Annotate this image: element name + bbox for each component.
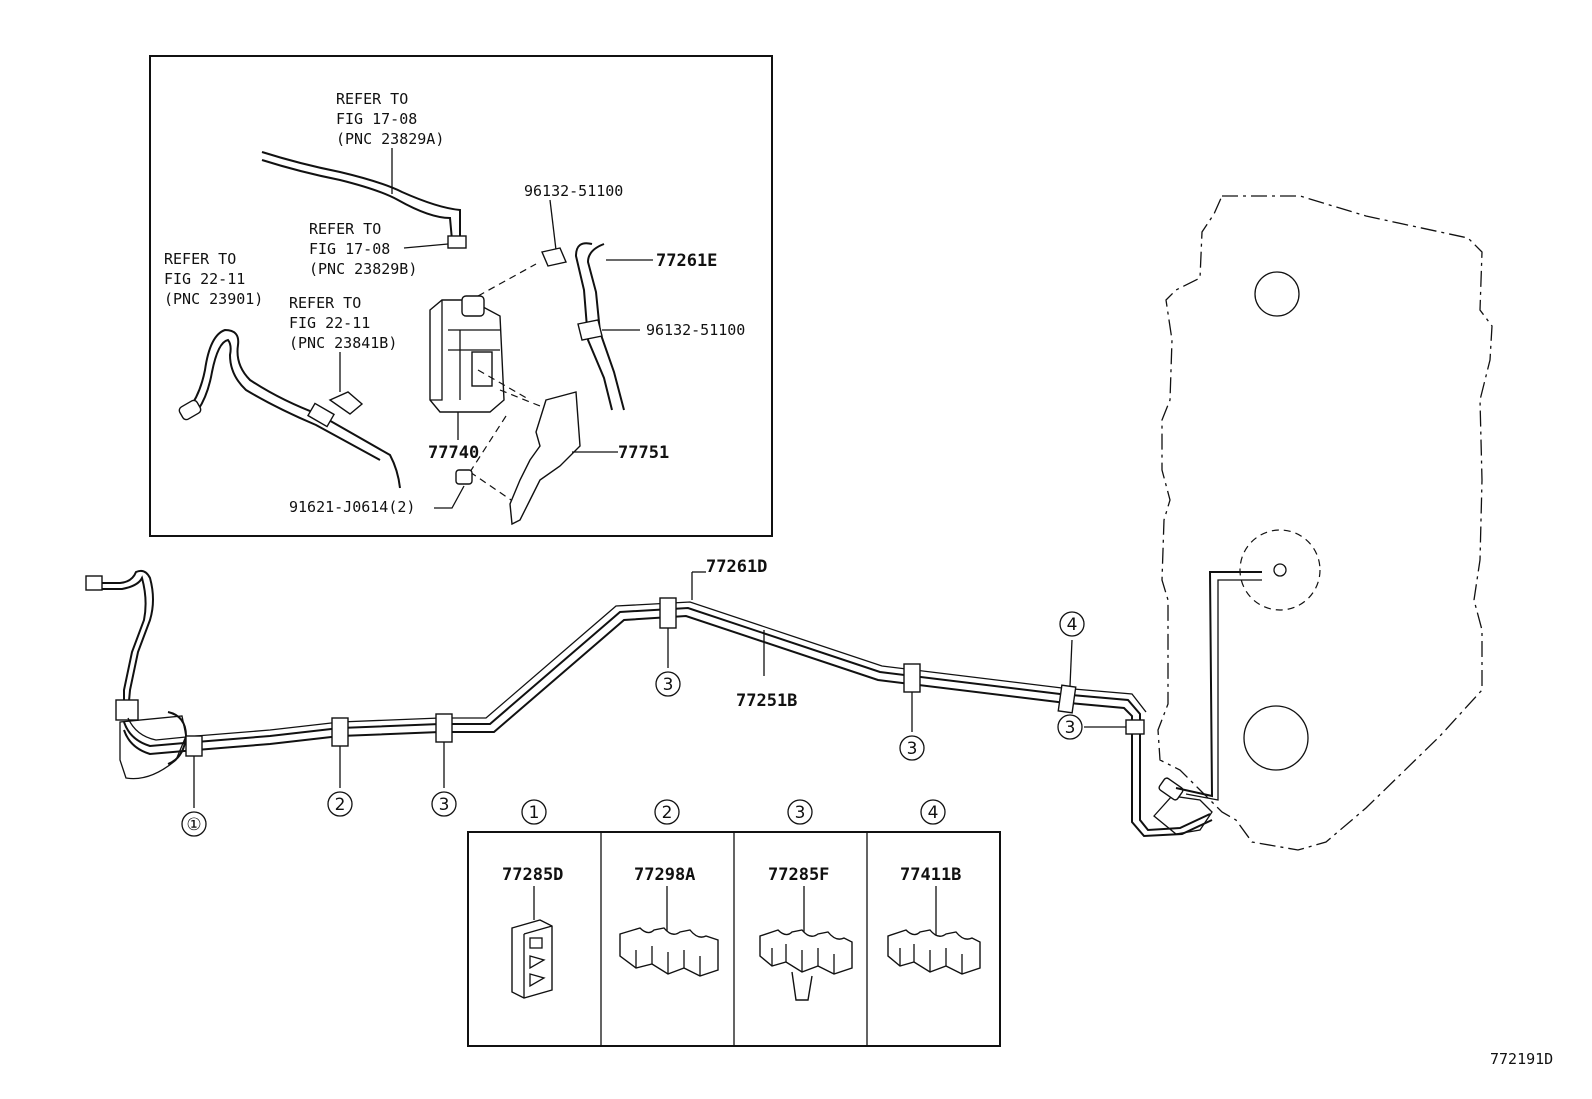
refer-c-line2: FIG 22-11	[164, 270, 245, 288]
refer-d-line2: FIG 22-11	[289, 314, 370, 332]
fuel-tank	[1157, 195, 1493, 851]
legend-header-3	[787, 799, 813, 825]
clamp-b	[447, 235, 467, 249]
clip-mid	[577, 319, 603, 341]
callout-3b	[655, 671, 681, 697]
callout-4	[1059, 611, 1085, 637]
quick-connector	[178, 399, 202, 421]
tank-port-top	[1254, 271, 1300, 317]
callout-2	[327, 791, 353, 817]
refer-d-line3: (PNC 23841B)	[289, 334, 397, 352]
legend-part-4: 77411B	[900, 865, 961, 885]
clamp-77285d-drawing	[511, 886, 553, 999]
front-connector	[85, 575, 103, 591]
pipe-lower-label: 77251B	[736, 691, 797, 711]
clamp-77298a-drawing	[619, 886, 719, 977]
refer-b-line1: REFER TO	[309, 220, 381, 238]
refer-c-line1: REFER TO	[164, 250, 236, 268]
refer-d-line1: REFER TO	[289, 294, 361, 312]
svg-text:3: 3	[663, 675, 674, 695]
legend-part-1: 77285D	[502, 865, 563, 885]
tank-pump-ring	[1239, 529, 1321, 611]
clip-mid-label: 96132-51100	[646, 321, 745, 339]
clamp-d	[328, 391, 364, 415]
legend-part-3: 77285F	[768, 865, 829, 885]
refer-b-line2: FIG 17-08	[309, 240, 390, 258]
clamp-3c	[903, 663, 921, 693]
legend-header-1	[521, 799, 547, 825]
pipe-bracket	[119, 715, 187, 780]
legend-table	[467, 831, 1001, 1047]
inset-frame	[149, 55, 773, 537]
callout-3a	[431, 791, 457, 817]
canister-label: 77740	[428, 443, 479, 463]
legend-part-2: 77298A	[634, 865, 695, 885]
svg-text:1: 1	[529, 803, 540, 823]
clip-top	[541, 247, 567, 267]
svg-text:3: 3	[439, 795, 450, 815]
svg-text:2: 2	[335, 795, 346, 815]
hose-77261e-label: 77261E	[656, 251, 717, 271]
clamp-77411b-drawing	[887, 886, 981, 975]
clamp-4	[1057, 684, 1077, 714]
bolt-label: 91621-J0614(2)	[289, 498, 415, 516]
pipe-upper-label: 77261D	[706, 557, 767, 577]
diagram-id: 772191D	[1490, 1050, 1553, 1068]
refer-a-line3: (PNC 23829A)	[336, 130, 444, 148]
clamp-1	[185, 735, 203, 757]
bolt	[455, 469, 473, 485]
svg-text:3: 3	[907, 739, 918, 759]
legend-header-4	[920, 799, 946, 825]
rear-connector	[1158, 777, 1184, 801]
clamp-77285f-drawing	[759, 886, 853, 1001]
bracket-77751	[509, 391, 581, 526]
clamp-3a	[435, 713, 453, 743]
clip-top-label: 96132-51100	[524, 182, 623, 200]
inset-fuel-hose	[187, 328, 401, 489]
svg-text:3: 3	[1065, 718, 1076, 738]
bracket-label: 77751	[618, 443, 669, 463]
svg-text:2: 2	[662, 803, 673, 823]
callout-1	[181, 811, 207, 837]
clamp-3d	[1125, 719, 1145, 735]
callout-3c	[899, 735, 925, 761]
tank-line	[1175, 571, 1262, 798]
clamp-3b	[659, 597, 677, 629]
svg-text:4: 4	[928, 803, 939, 823]
refer-a-line1: REFER TO	[336, 90, 408, 108]
fuel-pipe-77261d	[123, 601, 1213, 838]
vent-hose	[261, 159, 453, 241]
tank-port-bottom	[1243, 705, 1309, 771]
legend-header-2	[654, 799, 680, 825]
svg-text:①: ①	[186, 815, 201, 835]
charcoal-canister	[429, 295, 505, 413]
clamp-2	[331, 717, 349, 747]
svg-text:4: 4	[1067, 615, 1078, 635]
refer-b-line3: (PNC 23829B)	[309, 260, 417, 278]
refer-a-line2: FIG 17-08	[336, 110, 417, 128]
svg-text:3: 3	[795, 803, 806, 823]
front-hose	[102, 569, 154, 713]
callout-3d	[1057, 714, 1083, 740]
refer-c-line3: (PNC 23901)	[164, 290, 263, 308]
